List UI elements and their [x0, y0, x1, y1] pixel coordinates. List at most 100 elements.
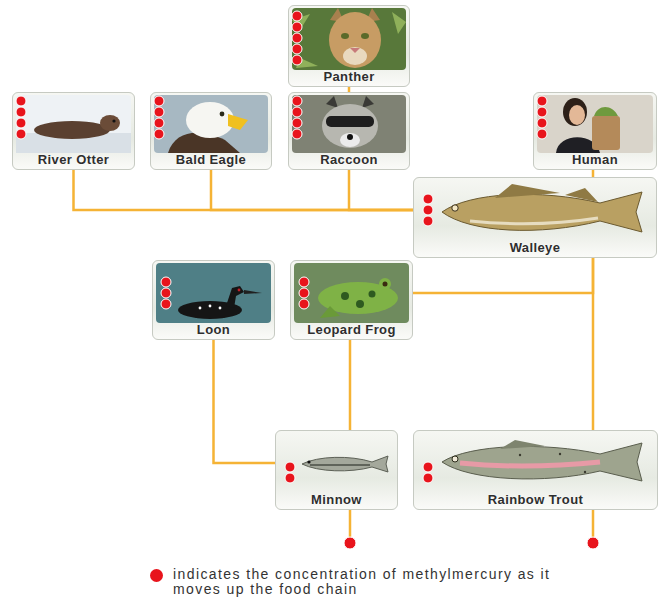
human-photo-part [563, 98, 587, 126]
species-name: Leopard Frog [307, 322, 396, 338]
mercury-dot [161, 288, 171, 298]
eagle-photo-part [186, 102, 234, 138]
mercury-dot [292, 55, 302, 65]
species-name: Human [572, 152, 618, 168]
food-chain-link [74, 170, 414, 210]
panther-photo-part [343, 47, 367, 65]
mercury-dot [587, 537, 599, 549]
walleye-fish-part [470, 218, 598, 224]
mercury-dot [161, 299, 171, 309]
species-name: River Otter [38, 152, 110, 168]
panther-photo-part [292, 8, 406, 70]
legend: indicates the concentration of methylmer… [150, 567, 583, 597]
eagle-photo-part [228, 114, 248, 130]
frog-photo-part [294, 263, 409, 323]
bottom-leads-part [349, 510, 352, 537]
species-name: Minnow [311, 492, 362, 508]
species-tile: Human [533, 92, 657, 170]
mercury-dot [292, 129, 302, 139]
panther-photo-part [361, 33, 369, 39]
mercury-dot [292, 107, 302, 117]
food-chain-link [214, 340, 276, 463]
trout-fish-part [500, 440, 545, 449]
frog-photo-part [356, 300, 364, 308]
mercury-dot [537, 118, 547, 128]
frog-photo-part [320, 306, 340, 318]
panther-photo-part [329, 12, 381, 68]
mercury-dot [16, 129, 26, 139]
walleye-fish-part [495, 184, 598, 202]
mercury-dot [423, 194, 433, 204]
loon-photo [156, 263, 271, 323]
mercury-dot [423, 205, 433, 215]
human-photo-part [592, 116, 620, 150]
species-tile: Leopard Frog [290, 260, 413, 340]
trout-fish-part [519, 454, 521, 456]
loon-photo-part [226, 286, 244, 308]
mercury-dot [285, 473, 295, 483]
mercury-dot [299, 288, 309, 298]
mercury-dot [154, 129, 164, 139]
mercury-dot [292, 118, 302, 128]
species-tile: Panther [288, 5, 410, 87]
frog-photo-part [341, 292, 349, 300]
tile-grounds-part [152, 260, 275, 340]
mercury-dot [537, 96, 547, 106]
tile-grounds-part [275, 430, 398, 510]
otter-photo-part [16, 95, 131, 153]
raccoon-photo-part [322, 104, 378, 148]
otter-photo-part [100, 115, 120, 131]
mercury-dot [16, 118, 26, 128]
species-name: Loon [197, 322, 230, 338]
species-tile: River Otter [12, 92, 135, 170]
trout-fish-part [584, 471, 586, 473]
panther-photo-part [341, 33, 349, 39]
legend-row: indicates the concentration of methylmer… [150, 567, 583, 597]
species-name: Panther [323, 69, 374, 85]
loon-photo-part [199, 307, 202, 310]
frog-photo-part [383, 282, 388, 287]
trout-fish [442, 440, 642, 481]
species-name: Raccoon [320, 152, 378, 168]
human-photo-part [569, 105, 585, 125]
tile-grounds-part [150, 92, 272, 170]
otter-photo-part [34, 121, 110, 139]
otter-photo-part [112, 119, 115, 122]
loon-photo-part [238, 289, 241, 292]
food-chain-link [592, 170, 595, 177]
loon-photo-part [209, 305, 212, 308]
mercury-dot [423, 462, 433, 472]
frog-photo [294, 263, 409, 323]
tile-grounds-part [288, 92, 410, 170]
human-photo-part [594, 107, 618, 116]
mercury-dot [299, 277, 309, 287]
species-tile: Walleye [413, 177, 657, 258]
trout-fish-part [452, 456, 458, 462]
eagle-photo [154, 95, 268, 153]
tile-grounds-part [288, 5, 410, 87]
walleye-fish [442, 184, 642, 232]
raccoon-photo-part [340, 133, 360, 147]
species-tile: Raccoon [288, 92, 410, 170]
human-photo-part [537, 95, 653, 153]
mercury-dot [292, 96, 302, 106]
tile-grounds-part [533, 92, 657, 170]
mercury-dot [154, 118, 164, 128]
raccoon-photo-part [292, 95, 406, 153]
mercury-dot [292, 11, 302, 21]
loon-photo-part [244, 290, 262, 294]
panther-photo-part [292, 12, 406, 68]
mercury-dot [344, 537, 356, 549]
loon-photo-part [219, 307, 222, 310]
mercury-dot [16, 96, 26, 106]
species-tile: Minnow [275, 430, 398, 510]
food-chain-link [211, 170, 413, 210]
mercury-dot [299, 299, 309, 309]
frog-photo-part [369, 291, 376, 298]
mercury-dot [292, 22, 302, 32]
mercury-dot [16, 107, 26, 117]
mercury-dot [423, 473, 433, 483]
eagle-photo-part [220, 112, 225, 117]
